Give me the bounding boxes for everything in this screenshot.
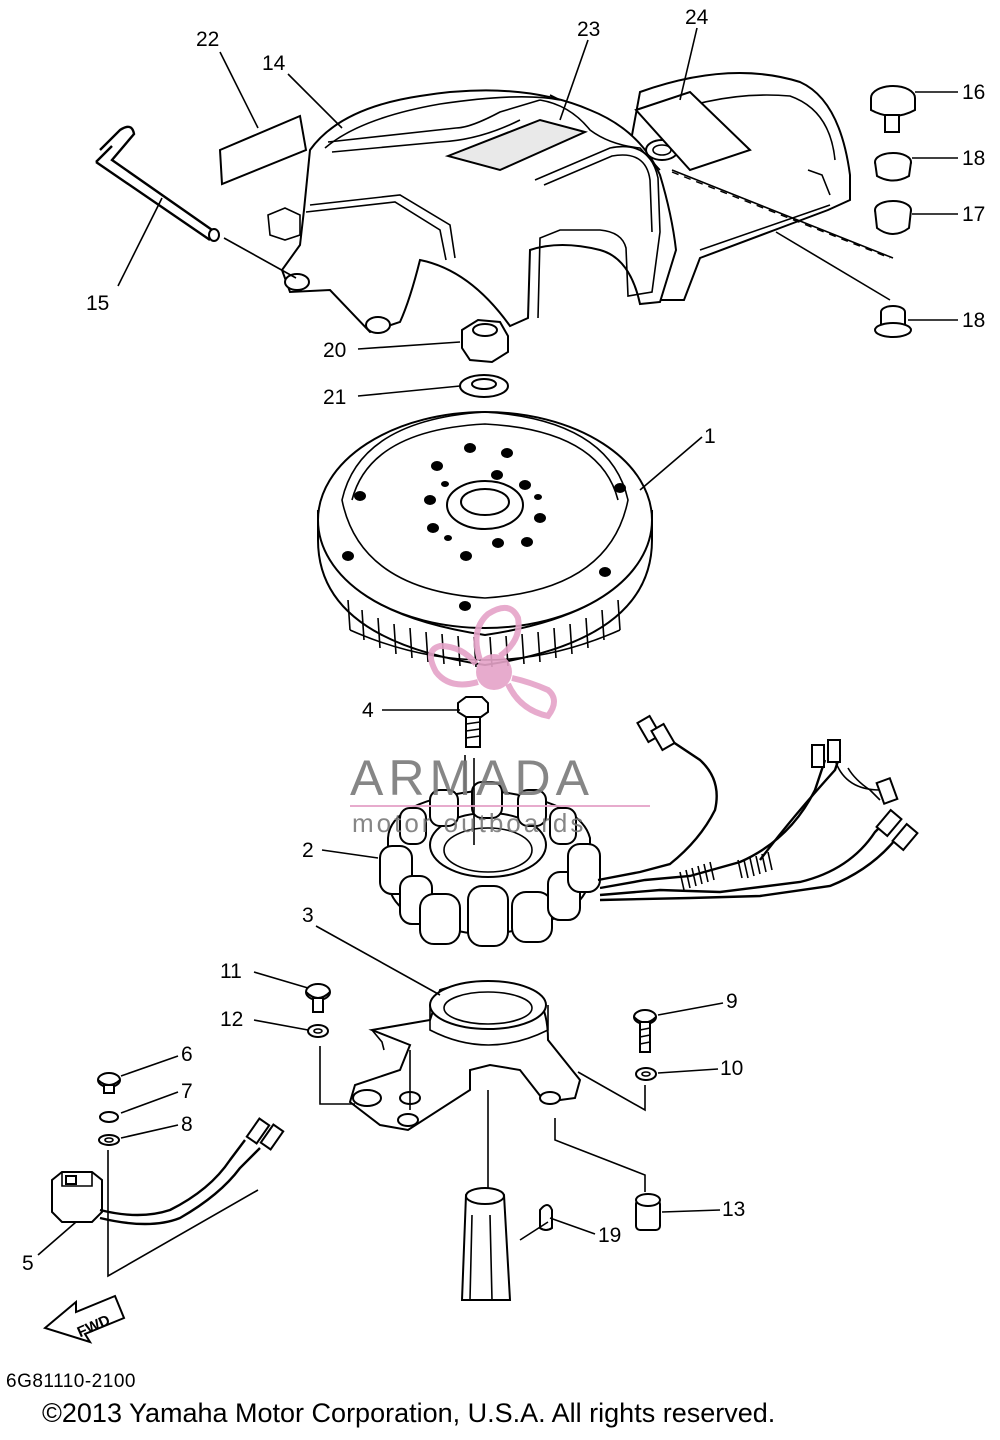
washer-8	[98, 1134, 120, 1146]
crankshaft	[460, 1187, 512, 1301]
collar-13	[635, 1193, 661, 1231]
label-12: 12	[220, 1008, 243, 1031]
label-7: 7	[181, 1080, 193, 1103]
watermark-brand: ARMADA	[350, 750, 594, 806]
grommet-17	[874, 200, 912, 235]
decal-23	[444, 118, 588, 172]
label-15: 15	[86, 292, 109, 315]
lockwasher-7	[99, 1111, 119, 1123]
washer-10	[635, 1067, 657, 1081]
fwd-arrow: FWD	[42, 1294, 126, 1344]
label-19: 19	[598, 1224, 621, 1247]
label-8: 8	[181, 1113, 193, 1136]
label-6: 6	[181, 1043, 193, 1066]
label-20: 20	[323, 339, 346, 362]
label-4: 4	[362, 699, 374, 722]
pulser-coil-5	[51, 1117, 285, 1226]
label-24: 24	[685, 6, 709, 29]
stator-base-3	[348, 980, 582, 1132]
label-23: 23	[577, 18, 600, 41]
watermark-tagline: motor outboards	[352, 808, 586, 838]
label-21: 21	[323, 386, 346, 409]
label-14: 14	[262, 52, 286, 75]
diagram-code: 6G81110-2100	[6, 1371, 136, 1392]
label-10: 10	[720, 1057, 743, 1080]
knob-16	[870, 85, 916, 133]
flywheel-1	[317, 411, 653, 668]
label-2: 2	[302, 839, 314, 862]
label-11: 11	[220, 960, 242, 983]
propeller-logo-icon	[427, 605, 557, 720]
woodruff-key-19	[539, 1204, 553, 1231]
screw-6	[97, 1072, 121, 1094]
label-13: 13	[722, 1198, 745, 1221]
label-18-top: 18	[962, 147, 985, 170]
washer-12	[307, 1024, 329, 1038]
leader-lines	[37, 27, 958, 1278]
washer-21	[459, 374, 509, 398]
label-9: 9	[726, 990, 738, 1013]
hose-15	[95, 125, 220, 242]
watermark: ARMADA motor outboards	[350, 605, 650, 838]
copyright-notice: ©2013 Yamaha Motor Corporation, U.S.A. A…	[42, 1398, 776, 1428]
screw-9	[633, 1009, 657, 1053]
grommet-18-top	[874, 152, 912, 182]
grommet-18-bottom	[874, 305, 912, 338]
label-22: 22	[196, 28, 219, 51]
part-number-labels: 22 14 23 24 16 18 17 18 15 20 21 1 4 2 3…	[22, 6, 985, 1275]
label-3: 3	[302, 904, 314, 927]
screw-11	[305, 983, 331, 1013]
label-16: 16	[962, 81, 985, 104]
label-5: 5	[22, 1252, 34, 1275]
nut-20	[461, 318, 509, 364]
stator-2	[379, 714, 919, 947]
label-17: 17	[962, 203, 985, 226]
label-1: 1	[704, 425, 716, 448]
label-18-bottom: 18	[962, 309, 985, 332]
decal-22	[218, 114, 308, 186]
bolt-4	[457, 696, 489, 748]
flywheel-cover	[267, 72, 851, 334]
decal-24	[634, 90, 752, 172]
